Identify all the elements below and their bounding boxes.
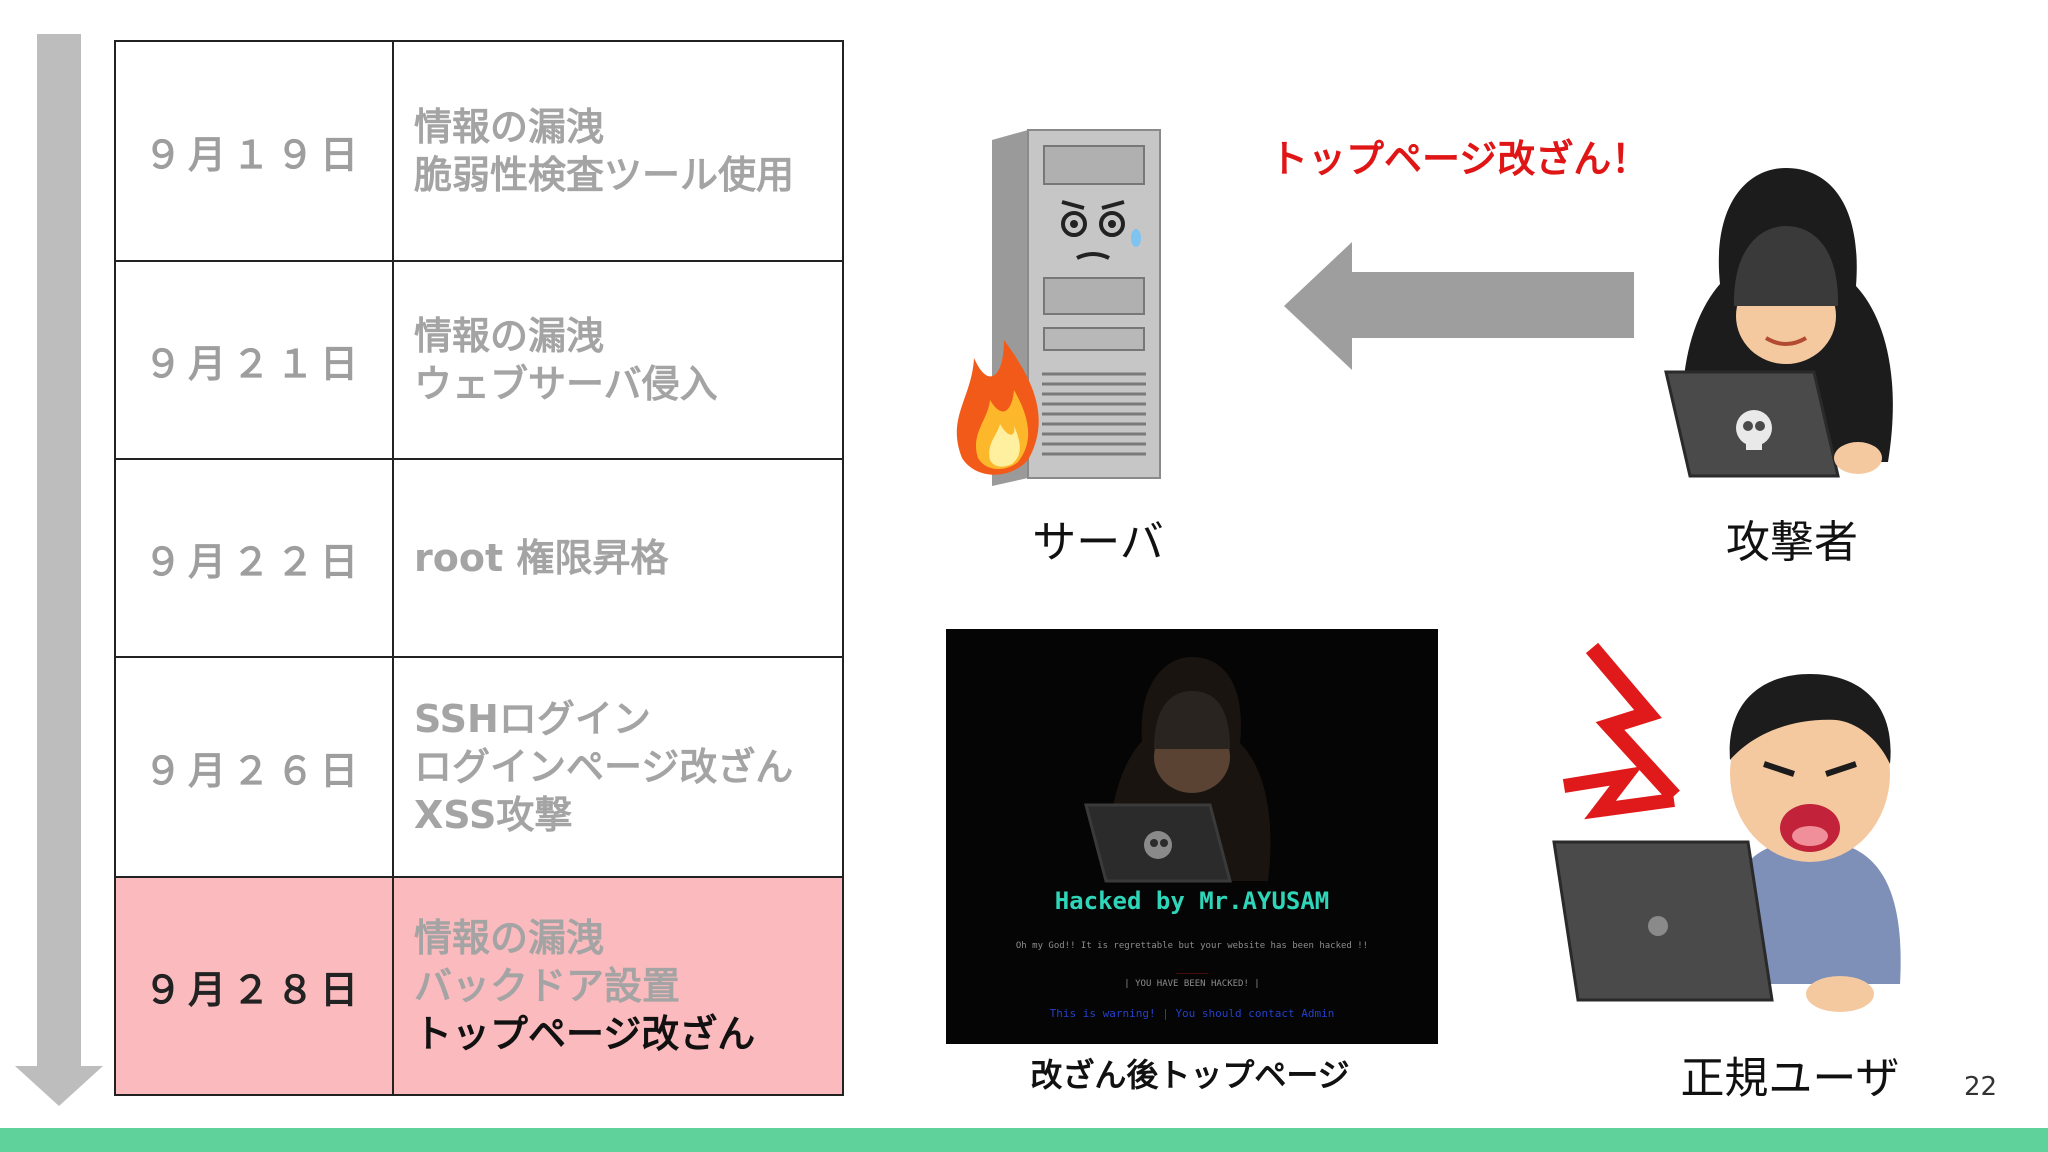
server-label: サーバ (1032, 517, 1164, 568)
desc-line: ウェブサーバ侵入 (414, 362, 718, 406)
desc-line: バックドア設置 (414, 964, 681, 1008)
timeline-arrow-shaft (37, 34, 81, 1068)
defacement-alert: トップページ改ざん！ (1270, 137, 1650, 181)
desc-line: ログインページ改ざん (414, 745, 794, 789)
row-date: ９月２２日 (114, 458, 394, 658)
timeline-arrow-head (15, 1066, 103, 1106)
row-date: ９月１９日 (114, 40, 394, 262)
row-date: ９月２１日 (114, 260, 394, 460)
row-description: 情報の漏洩 ウェブサーバ侵入 (392, 260, 844, 460)
timeline-row: ９月１９日 情報の漏洩 脆弱性検査ツール使用 (114, 40, 844, 262)
timeline-row-highlighted: ９月２８日 情報の漏洩 バックドア設置 トップページ改ざん (114, 876, 844, 1096)
defaced-title: Hacked by Mr.AYUSAM (1054, 887, 1330, 915)
defaced-red-line: ______ (1175, 965, 1209, 975)
attacker-illustration (1664, 168, 1893, 478)
desc-line: SSHログイン (414, 697, 651, 741)
timeline-row: ９月２１日 情報の漏洩 ウェブサーバ侵入 (114, 260, 844, 460)
row-description: SSHログイン ログインページ改ざん XSS攻撃 (392, 656, 844, 878)
desc-line: root 権限昇格 (414, 536, 669, 580)
row-description: 情報の漏洩 バックドア設置 トップページ改ざん (392, 876, 844, 1096)
row-date: ９月２８日 (114, 876, 394, 1096)
legitimate-user-label: 正規ユーザ (1680, 1053, 1900, 1104)
footer-bar (0, 1128, 2048, 1152)
server-illustration (956, 129, 1161, 486)
row-description: root 権限昇格 (392, 458, 844, 658)
desc-line: 情報の漏洩 (414, 314, 605, 358)
defaced-notice: | YOU HAVE BEEN HACKED! | (1124, 979, 1260, 989)
desc-line: 脆弱性検査ツール使用 (414, 153, 795, 197)
timeline-row: ９月２２日 root 権限昇格 (114, 458, 844, 658)
hacker-silhouette (1084, 657, 1271, 883)
page-number: 22 (1964, 1072, 1998, 1102)
defaced-message: Oh my God!! It is regrettable but your w… (1015, 941, 1369, 951)
defaced-page-screenshot: Hacked by Mr.AYUSAM Oh my God!! It is re… (946, 629, 1438, 1044)
angry-user-illustration (1552, 642, 1901, 1012)
timeline-table: ９月１９日 情報の漏洩 脆弱性検査ツール使用 ９月２１日 情報の漏洩 ウェブサー… (114, 40, 844, 1096)
desc-line-emphasis: トップページ改ざん (414, 1012, 756, 1056)
row-description: 情報の漏洩 脆弱性検査ツール使用 (392, 40, 844, 262)
attacker-label: 攻撃者 (1726, 517, 1858, 568)
desc-line: 情報の漏洩 (414, 916, 605, 960)
desc-line: XSS攻撃 (414, 793, 573, 837)
screenshot-caption: 改ざん後トップページ (1030, 1056, 1350, 1094)
row-date: ９月２６日 (114, 656, 394, 878)
defaced-link-line: This is warning! | You should contact Ad… (1049, 1007, 1335, 1020)
attack-arrow (1284, 242, 1634, 370)
timeline-row: ９月２６日 SSHログイン ログインページ改ざん XSS攻撃 (114, 656, 844, 878)
desc-line: 情報の漏洩 (414, 105, 605, 149)
